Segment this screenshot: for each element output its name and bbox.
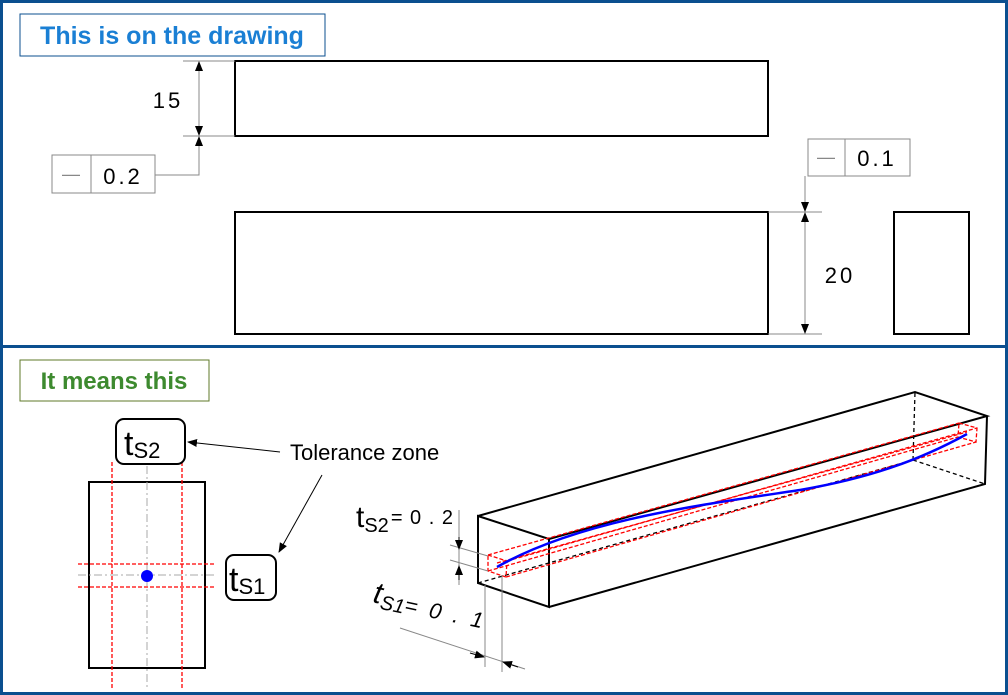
tolerance-value: 0.2 — [103, 164, 143, 189]
drawing-title: This is on the drawing — [40, 22, 304, 50]
drawing-panel: This is on the drawing 15 — 0.2 20 — 0.1 — [19, 13, 970, 335]
meaning-title-box — [19, 359, 210, 402]
cross-section-view — [78, 462, 216, 690]
fcf-leader-top — [155, 136, 203, 176]
straightness-symbol: — — [817, 147, 835, 167]
svg-text:tS2: tS2 — [124, 425, 160, 463]
straightness-symbol: — — [62, 164, 80, 184]
callout-arrow-ts1 — [278, 474, 323, 553]
ts1-equation: tS1= 0 . 1 — [370, 577, 491, 636]
callout-arrow-ts2 — [187, 438, 281, 453]
top-view-rect — [234, 211, 769, 335]
ts1-dimension: tS1= 0 . 1 — [370, 575, 526, 672]
front-view-rect — [234, 60, 769, 137]
svg-text:tS1: tS1 — [229, 561, 265, 599]
dimension-20: 20 — [825, 263, 855, 288]
feature-control-frame-top: — 0.2 — [51, 154, 156, 194]
ts2-equation: tS2= 0 . 2 — [356, 501, 454, 537]
front-face — [477, 514, 550, 609]
feature-control-frame-bottom: — 0.1 — [807, 138, 911, 177]
drawing-title-box — [19, 13, 326, 57]
side-view-rect — [893, 211, 970, 335]
ts2-dimension: tS2= 0 . 2 — [356, 501, 489, 585]
axis-point — [141, 570, 153, 582]
derived-median-line — [496, 432, 968, 569]
meaning-panel: It means this tS2 tS1 Tolerance zone — [19, 359, 991, 690]
meaning-title: It means this — [41, 368, 188, 395]
dimension-15: 15 — [153, 88, 183, 113]
tolerance-zone-3d — [487, 422, 978, 578]
tolerance-zone-callout: Tolerance zone — [290, 440, 439, 465]
isometric-bar — [477, 390, 991, 609]
label-ts1: tS1 — [225, 554, 277, 601]
tolerance-value: 0.1 — [857, 146, 897, 171]
label-ts2: tS2 — [115, 418, 186, 465]
